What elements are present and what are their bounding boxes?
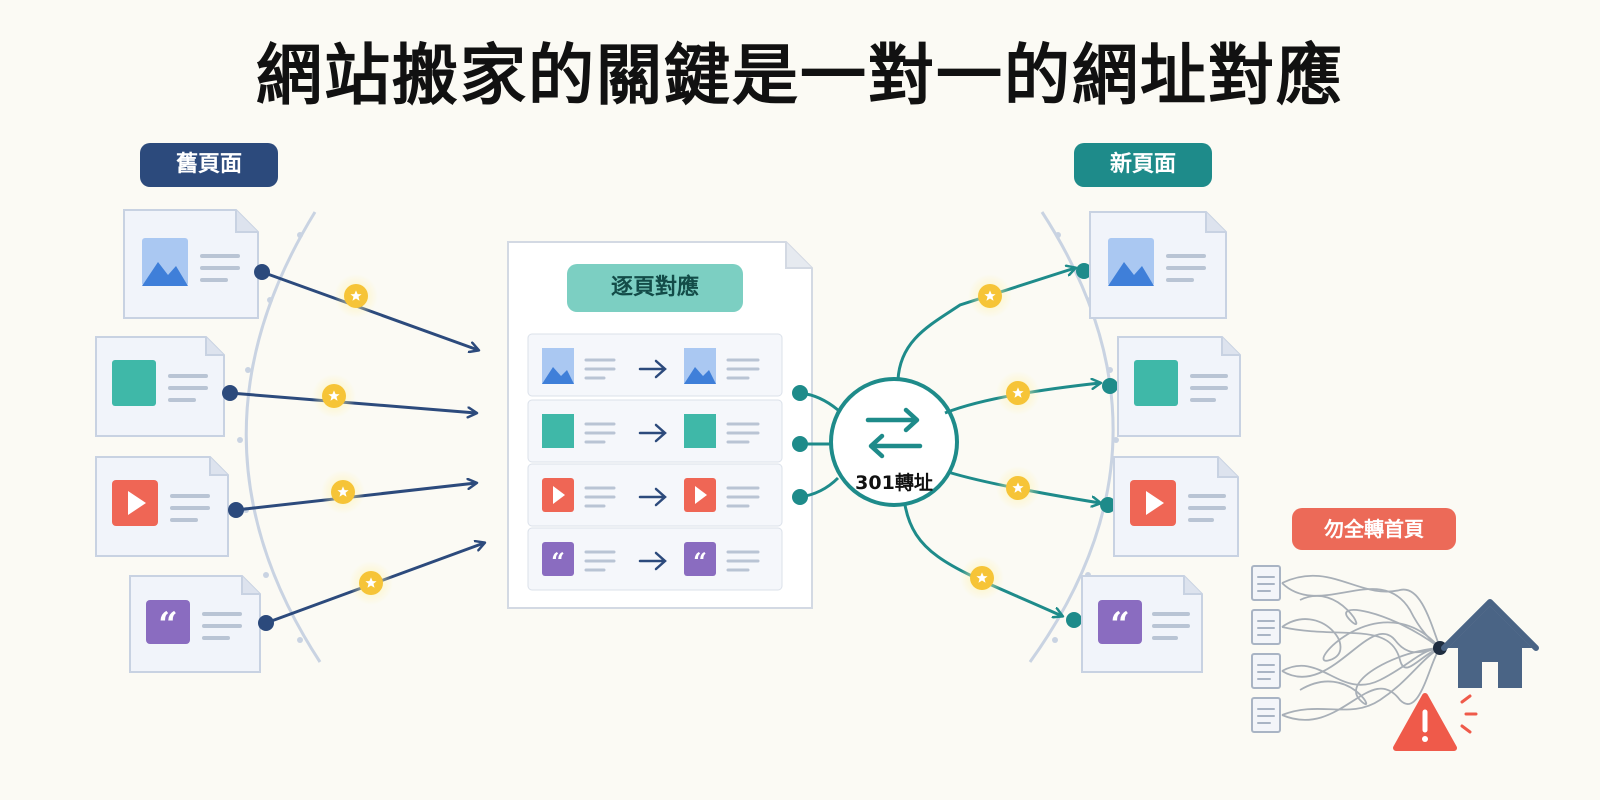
new-page-video bbox=[1113, 456, 1239, 557]
old-page-quote: “ bbox=[129, 575, 261, 673]
image-icon bbox=[1108, 238, 1154, 286]
mapping-row-image bbox=[527, 333, 783, 397]
star-icon bbox=[996, 466, 1040, 510]
svg-text:“: “ bbox=[551, 547, 565, 576]
one-to-one-label: 逐頁對應 bbox=[567, 264, 743, 312]
old-anchor-dots bbox=[222, 264, 274, 631]
svg-text:“: “ bbox=[693, 547, 707, 576]
mapping-rows: “ “ bbox=[527, 333, 783, 591]
redirect-node bbox=[829, 377, 959, 507]
quote-icon: “ bbox=[146, 600, 190, 645]
svg-text:“: “ bbox=[158, 605, 178, 645]
video-icon bbox=[112, 480, 158, 526]
mapping-row-block bbox=[527, 399, 783, 463]
diagram-title: 網站搬家的關鍵是一對一的網址對應 bbox=[256, 37, 1344, 114]
image-icon bbox=[142, 238, 188, 286]
old-pages-label: 舊頁面 bbox=[140, 143, 278, 187]
old-page-image bbox=[123, 209, 259, 319]
new-page-quote: “ bbox=[1081, 575, 1203, 673]
star-icon bbox=[996, 371, 1040, 415]
star-icon bbox=[312, 374, 356, 418]
old-page-block bbox=[95, 336, 225, 437]
video-icon bbox=[1130, 480, 1176, 526]
star-icon bbox=[960, 556, 1004, 600]
star-icon bbox=[968, 274, 1012, 318]
mapping-document: “ “ bbox=[507, 241, 813, 609]
no-homepage-redirect-label: 勿全轉首頁 bbox=[1292, 508, 1456, 550]
old-pages-guide-arc bbox=[244, 211, 322, 663]
mapping-row-video bbox=[527, 463, 783, 527]
new-star-badges bbox=[960, 274, 1040, 600]
star-icon bbox=[321, 470, 365, 514]
svg-text:“: “ bbox=[1110, 605, 1130, 645]
new-pages-label: 新頁面 bbox=[1074, 143, 1212, 187]
old-star-badges bbox=[312, 274, 393, 605]
redirect-label: 301轉址 bbox=[855, 472, 933, 494]
warning-triangle-icon bbox=[1393, 693, 1478, 751]
tangled-lines bbox=[1281, 574, 1441, 721]
home-icon bbox=[1441, 599, 1539, 688]
new-page-image bbox=[1089, 211, 1227, 319]
block-icon bbox=[1134, 360, 1178, 406]
star-icon bbox=[349, 561, 393, 605]
block-icon bbox=[112, 360, 156, 406]
quote-icon: “ bbox=[1098, 600, 1142, 645]
old-page-video bbox=[95, 456, 229, 557]
star-icon bbox=[334, 274, 378, 318]
mapping-row-quote: “ “ bbox=[527, 527, 783, 591]
new-anchor-dots bbox=[1066, 263, 1118, 628]
swap-arrows-icon bbox=[865, 407, 923, 459]
new-page-block bbox=[1117, 336, 1241, 437]
homepage-redirect-warning bbox=[1251, 565, 1539, 751]
